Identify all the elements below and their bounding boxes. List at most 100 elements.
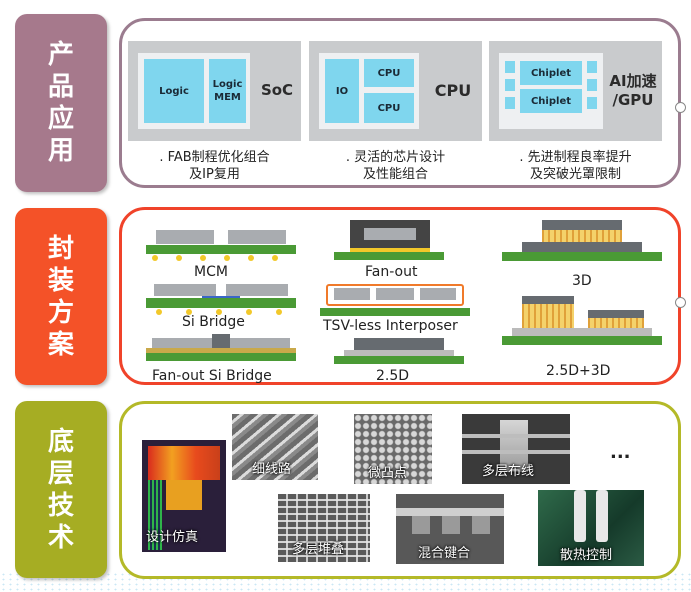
ai-gpu-title-line2: /GPU: [612, 91, 654, 109]
substrate: [146, 353, 296, 361]
hbm-block: [587, 97, 597, 109]
solder-ball: [216, 309, 222, 315]
label-char: 方: [47, 297, 74, 328]
label-char: 技: [47, 490, 74, 521]
via-stack: [500, 420, 528, 472]
resize-handle[interactable]: [675, 102, 686, 113]
micro-bump-image: 微凸点: [354, 414, 432, 484]
thermal-map: [166, 480, 202, 510]
label-char: 装: [47, 265, 74, 296]
die: [522, 242, 642, 252]
solder-ball: [248, 255, 254, 261]
product-application-panel: Logic Logic MEM SoC . FAB制程优化组合 及IP复用 IO…: [119, 18, 681, 188]
soc-description: . FAB制程优化组合 及IP复用: [128, 149, 301, 183]
fine-line-label: 细线路: [252, 462, 292, 477]
2-5d-label: 2.5D: [376, 368, 410, 384]
label-char: 底: [47, 426, 74, 457]
hbm-block: [587, 79, 597, 91]
label-char: 封: [47, 233, 74, 264]
2-5d-diagram: [334, 338, 464, 366]
fan-out-si-bridge-label: Fan-out Si Bridge: [152, 368, 272, 384]
die: [334, 288, 370, 300]
interposer: [512, 328, 652, 336]
die: [212, 334, 230, 348]
hbm-stack: [522, 304, 574, 328]
die: [522, 296, 574, 304]
hbm-block: [505, 79, 515, 91]
chiplet-block: Chiplet: [520, 89, 582, 113]
label-char: 术: [47, 522, 74, 553]
cpu-title: CPU: [434, 81, 472, 100]
rdl-layer: [146, 348, 296, 353]
metal-layer: [462, 450, 570, 454]
fan-out-label: Fan-out: [365, 264, 418, 280]
logic-mem-block: Logic MEM: [209, 59, 246, 123]
section-label-product-application: 产 品 应 用: [15, 14, 107, 192]
design-simulation-label: 设计仿真: [146, 530, 199, 545]
cpu-desc-line1: . 灵活的芯片设计: [345, 150, 446, 165]
io-block: IO: [325, 59, 359, 123]
rdl-layer: [350, 248, 430, 252]
substrate: [334, 252, 444, 260]
solder-ball: [276, 309, 282, 315]
substrate: [146, 298, 296, 308]
label-char: 产: [47, 40, 74, 70]
ai-gpu-card: Chiplet Chiplet AI加速 /GPU: [489, 41, 662, 141]
3d-label: 3D: [572, 273, 592, 289]
solder-ball: [224, 255, 230, 261]
multilayer-stack-image: 多层堆叠: [278, 494, 370, 562]
metal-layer: [462, 434, 570, 438]
probe: [574, 490, 586, 542]
interposer: [344, 350, 454, 356]
solder-ball: [156, 309, 162, 315]
die: [588, 310, 644, 318]
substrate: [502, 252, 662, 261]
logic-block: Logic: [144, 59, 204, 123]
label-char: 品: [47, 72, 74, 102]
die: [542, 220, 622, 230]
soc-title: SoC: [260, 81, 294, 99]
substrate: [334, 356, 464, 364]
resize-handle[interactable]: [675, 297, 686, 308]
multilayer-stack-label: 多层堆叠: [292, 542, 345, 557]
bond-pad: [442, 516, 460, 534]
bond-layer: [396, 508, 504, 516]
solder-ball: [186, 309, 192, 315]
2-5d-plus-3d-label: 2.5D+3D: [546, 363, 611, 379]
label-char: 层: [47, 458, 74, 489]
hybrid-bonding-label: 混合键合: [418, 546, 471, 561]
fan-out-si-bridge-diagram: [146, 334, 296, 364]
3d-diagram: [502, 220, 662, 268]
substrate: [502, 336, 662, 345]
thermal-control-image: 散热控制: [538, 490, 644, 566]
substrate: [320, 308, 470, 316]
label-char: 用: [47, 136, 74, 166]
cpu-block: CPU: [364, 93, 414, 123]
thermal-map: [148, 446, 220, 480]
si-bridge-label: Si Bridge: [182, 314, 245, 330]
section-label-packaging-solutions: 封 装 方 案: [15, 208, 107, 385]
tsv-array: [588, 318, 644, 328]
multilayer-routing-label: 多层布线: [482, 464, 535, 479]
die: [152, 338, 212, 348]
soc-desc-line1: . FAB制程优化组合: [159, 150, 270, 165]
soc-card: Logic Logic MEM SoC: [128, 41, 301, 141]
bond-pad: [412, 516, 430, 534]
die: [230, 338, 290, 348]
chiplet-block: Chiplet: [520, 61, 582, 85]
circuit-traces: [148, 480, 162, 550]
die: [228, 230, 286, 244]
hybrid-bonding-image: 混合键合: [396, 494, 504, 564]
hbm-block: [505, 97, 515, 109]
mcm-label: MCM: [194, 264, 228, 280]
die: [156, 230, 214, 244]
tsv-less-interposer-label: TSV-less Interposer: [323, 318, 458, 334]
multilayer-routing-image: 多层布线: [462, 414, 570, 484]
die: [154, 284, 216, 296]
label-char: 案: [47, 329, 74, 360]
die: [226, 284, 288, 296]
fine-line-image: 细线路: [232, 414, 318, 480]
substrate: [146, 245, 296, 254]
ai-gpu-description: . 先进制程良率提升 及突破光罩限制: [489, 149, 662, 183]
ai-gpu-title: AI加速 /GPU: [605, 72, 661, 110]
